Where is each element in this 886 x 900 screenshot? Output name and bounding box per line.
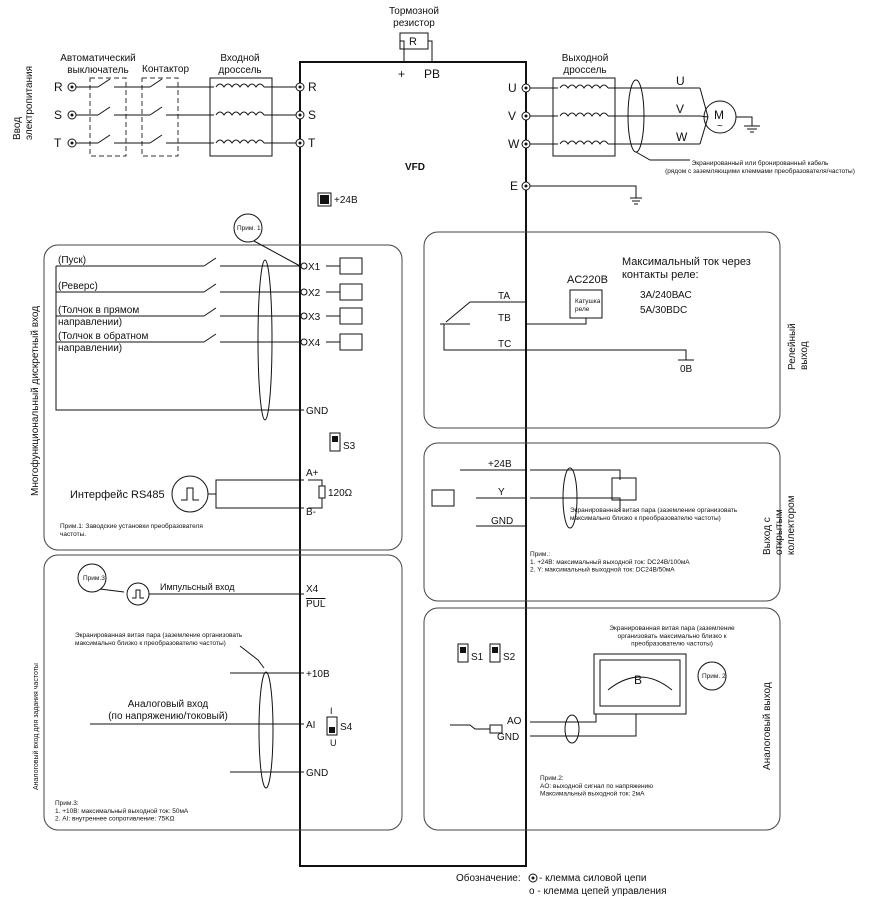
output-terminal-label-0: U — [508, 81, 517, 95]
analog-input-label: Аналоговый вход(по напряжению/токовый) — [108, 699, 228, 722]
oc-plus24-label: +24В — [488, 459, 512, 470]
input-terminal-label-0: R — [308, 80, 317, 94]
note1-tag: Прим. 1 — [237, 225, 261, 232]
pulse-input-label: Импульсный вход — [160, 582, 235, 592]
legend-power: - клемма силовой цепи — [539, 873, 646, 884]
analog-in-side-label: Аналоговый вход для задания частоты — [32, 663, 40, 790]
digital-terminal-2: X3 — [308, 312, 321, 323]
s1-label: S1 — [471, 652, 484, 663]
digital-terminal-1: X2 — [308, 288, 321, 299]
s2-label: S2 — [503, 652, 516, 663]
plus24-label: +24В — [334, 195, 358, 206]
vfd-label: VFD — [405, 162, 425, 173]
relay-side-label: Релейныйвыход — [787, 323, 810, 370]
plus-terminal-label: + — [398, 67, 405, 81]
relay-rating-1: 3А/240ВАС — [640, 290, 692, 301]
u-label: U — [330, 738, 337, 748]
gnd-terminal-label: GND — [306, 406, 328, 417]
ao-gnd-terminal: GND — [497, 732, 519, 743]
input-terminal-label-2: T — [308, 136, 316, 150]
oc-note: Прим.:1. +24В: максимальный выходной ток… — [530, 551, 690, 574]
output-terminal-label-1: V — [508, 109, 516, 123]
oc-twisted-pair-note: Экранированная витая пара (заземление ор… — [570, 507, 738, 522]
s3-label: S3 — [343, 441, 356, 452]
tc-terminal: TC — [498, 339, 511, 350]
note3-text: Прим.3:1. +10В: максимальный выходной то… — [55, 800, 189, 823]
a-plus-label: A+ — [306, 468, 319, 479]
motor-lead-label-1: V — [676, 102, 684, 116]
input-phase-label-1: S — [54, 108, 62, 122]
zero-volt-label: 0В — [680, 364, 693, 375]
earth-terminal-label: E — [510, 179, 518, 193]
brake-resistor-symbol: R — [409, 36, 417, 48]
meter-label: В — [634, 673, 642, 687]
input-phase-label-2: T — [54, 136, 62, 150]
s4-label: S4 — [340, 722, 353, 733]
twisted-pair-note-in: Экранированная витая пара (заземление ор… — [75, 632, 243, 647]
digital-input-label-1: (Реверс) — [58, 281, 98, 292]
gnd-analog-terminal: GND — [306, 768, 328, 779]
rs485-label: Интерфейс RS485 — [70, 489, 165, 501]
oc-y-label: Y — [498, 487, 505, 498]
resistor-120-label: 120Ω — [328, 488, 353, 499]
shield-note: Экранированный или бронированный кабель(… — [665, 159, 855, 175]
oc-gnd-label: GND — [491, 516, 513, 527]
digital-terminal-0: X1 — [308, 262, 321, 273]
digital-side-label: Многофункциональный дискретный вход — [29, 306, 41, 496]
plus10-terminal: +10В — [306, 669, 330, 680]
ao-terminal: AO — [507, 716, 522, 727]
digital-input-label-0: (Пуск) — [58, 255, 86, 266]
note2-text: Прим.2:AO: выходной сигнал по напряжению… — [540, 775, 653, 798]
pb-terminal-label: PB — [424, 67, 440, 81]
note1-text: Прим.1: Заводские установки преобразоват… — [60, 522, 203, 538]
b-minus-label: B- — [306, 507, 316, 518]
input-phase-label-0: R — [54, 80, 63, 94]
ai-terminal: AI — [306, 720, 315, 731]
relay-rating-2: 5А/30ВDC — [640, 305, 687, 316]
motor-lead-label-0: U — [676, 74, 685, 88]
contactor-label: Контактор — [142, 64, 189, 75]
x4-pulse-terminal: X4 — [306, 584, 319, 595]
legend-title: Обозначение: — [456, 872, 521, 884]
ac220-label: AC220В — [567, 274, 608, 286]
power-input-label: Вводэлектропитания — [12, 66, 35, 140]
digital-terminal-3: X4 — [308, 338, 321, 349]
note3-tag: Прим.3 — [83, 575, 105, 582]
note2-tag: Прим. 2 — [702, 673, 726, 680]
oc-side-label: Выход соткрытымколлектором — [762, 495, 797, 555]
motor-tilde: ~ — [717, 121, 723, 132]
ta-terminal: TA — [498, 291, 510, 302]
motor-label: M — [714, 108, 724, 122]
input-terminal-label-1: S — [308, 108, 316, 122]
i-label: I — [330, 706, 333, 716]
pul-terminal: PUL — [306, 599, 326, 610]
tb-terminal: TB — [498, 313, 511, 324]
analog-out-side-label: Аналоговый выход — [762, 682, 773, 770]
vfd-body — [299, 61, 527, 867]
output-terminal-label-2: W — [508, 137, 520, 151]
motor-lead-label-2: W — [676, 130, 688, 144]
legend-control: o - клемма цепей управления — [529, 886, 666, 897]
